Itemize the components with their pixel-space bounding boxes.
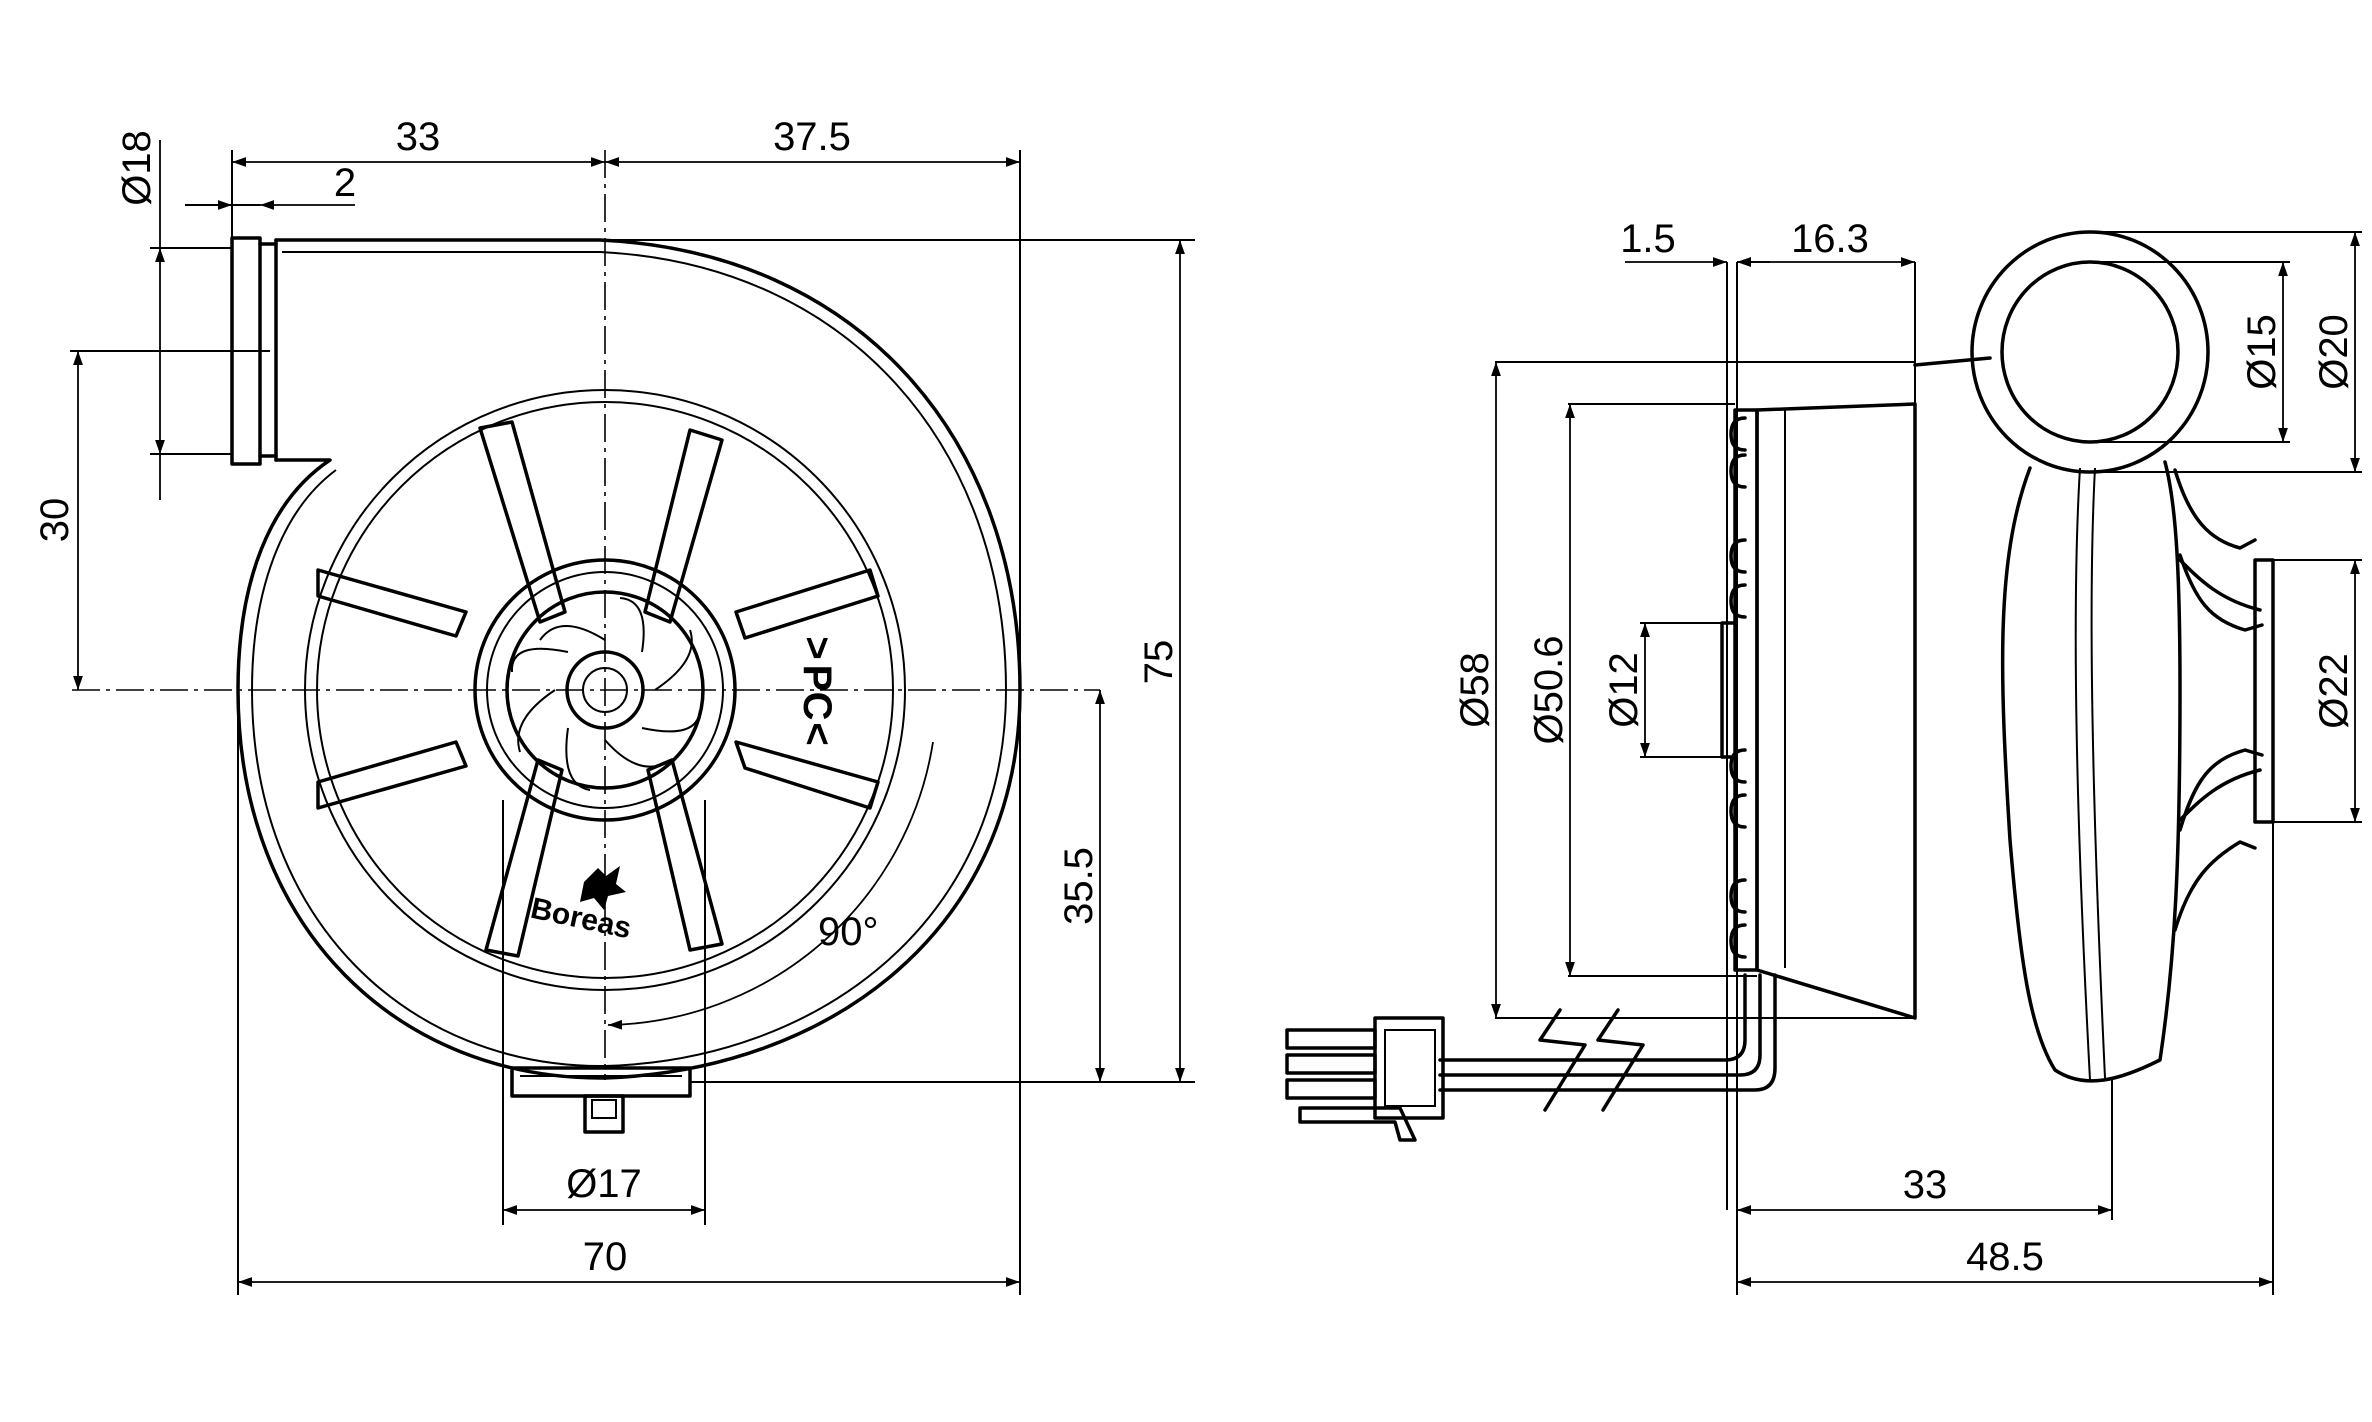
motor-flange-plate — [1733, 408, 1759, 972]
dim-33-label: 33 — [396, 115, 441, 159]
motor-body — [1755, 402, 1917, 1020]
cable-harness — [1285, 973, 1777, 1142]
break-mark-1 — [1538, 1008, 1587, 1112]
inlet-ring — [2253, 558, 2275, 824]
dim-d22-label: Ø22 — [2312, 653, 2356, 729]
mark-3: C — [795, 692, 839, 721]
dim-35-5-label: 35.5 — [1057, 847, 1101, 925]
dim-d50-6-label: Ø50.6 — [1527, 636, 1571, 745]
angle-arc — [607, 741, 934, 1030]
mark-2: P — [795, 665, 839, 692]
dim-70-label: 70 — [583, 1235, 628, 1279]
dim-side-33-label: 33 — [1903, 1163, 1948, 1207]
side-view: 1.5 16.3 Ø58 Ø50.6 Ø12 Ø15 Ø20 Ø22 33 48… — [1285, 217, 2362, 1295]
flange-bumps — [1729, 416, 1747, 959]
dim-d12-label: Ø12 — [1602, 652, 1646, 728]
logo-icon — [580, 866, 626, 910]
connector-tab — [583, 1094, 625, 1134]
angle-label: 90° — [818, 910, 879, 954]
mark-4: < — [795, 722, 839, 745]
dim-d18-label: Ø18 — [115, 130, 159, 206]
shaft-boss — [565, 650, 645, 730]
scroll-housing-inner — [250, 251, 1008, 1068]
dim-16-3-label: 16.3 — [1791, 217, 1869, 261]
dim-d15-label: Ø15 — [2240, 314, 2284, 390]
dim-30-label: 30 — [33, 498, 77, 543]
motor-hub — [473, 558, 737, 822]
support-struts — [316, 420, 880, 958]
dim-1-5-label: 1.5 — [1620, 217, 1676, 261]
brand-logo: Boreas — [528, 866, 634, 945]
outlet-tube-outer — [1970, 230, 2210, 474]
shaft-hub — [1720, 621, 1738, 759]
mark-1: > — [795, 636, 839, 659]
dim-d20-label: Ø20 — [2312, 314, 2356, 390]
dim-d17-label: Ø17 — [566, 1162, 642, 1206]
dim-2-label: 2 — [334, 161, 356, 205]
front-view: > P C < Boreas 90° — [33, 115, 1195, 1295]
scroll-housing-side — [2000, 460, 2182, 1083]
impeller-rim — [304, 389, 906, 991]
dim-37-5-label: 37.5 — [773, 115, 851, 159]
outlet-tube-inner — [2000, 260, 2180, 444]
inlet-ribs — [2173, 468, 2264, 932]
shaft-hole — [582, 667, 628, 713]
inner-fan-blades — [510, 597, 701, 791]
scroll-housing — [236, 238, 1022, 1080]
dim-75-label: 75 — [1137, 640, 1181, 685]
connector-latch — [1298, 1106, 1417, 1142]
dim-48-5-label: 48.5 — [1966, 1235, 2044, 1279]
rotation-marks: > P C < — [795, 636, 839, 745]
dim-d58-label: Ø58 — [1453, 652, 1497, 728]
inner-fan-ring — [505, 590, 705, 790]
break-mark-2 — [1596, 1008, 1645, 1112]
outlet-tube-edge — [1913, 356, 1992, 367]
